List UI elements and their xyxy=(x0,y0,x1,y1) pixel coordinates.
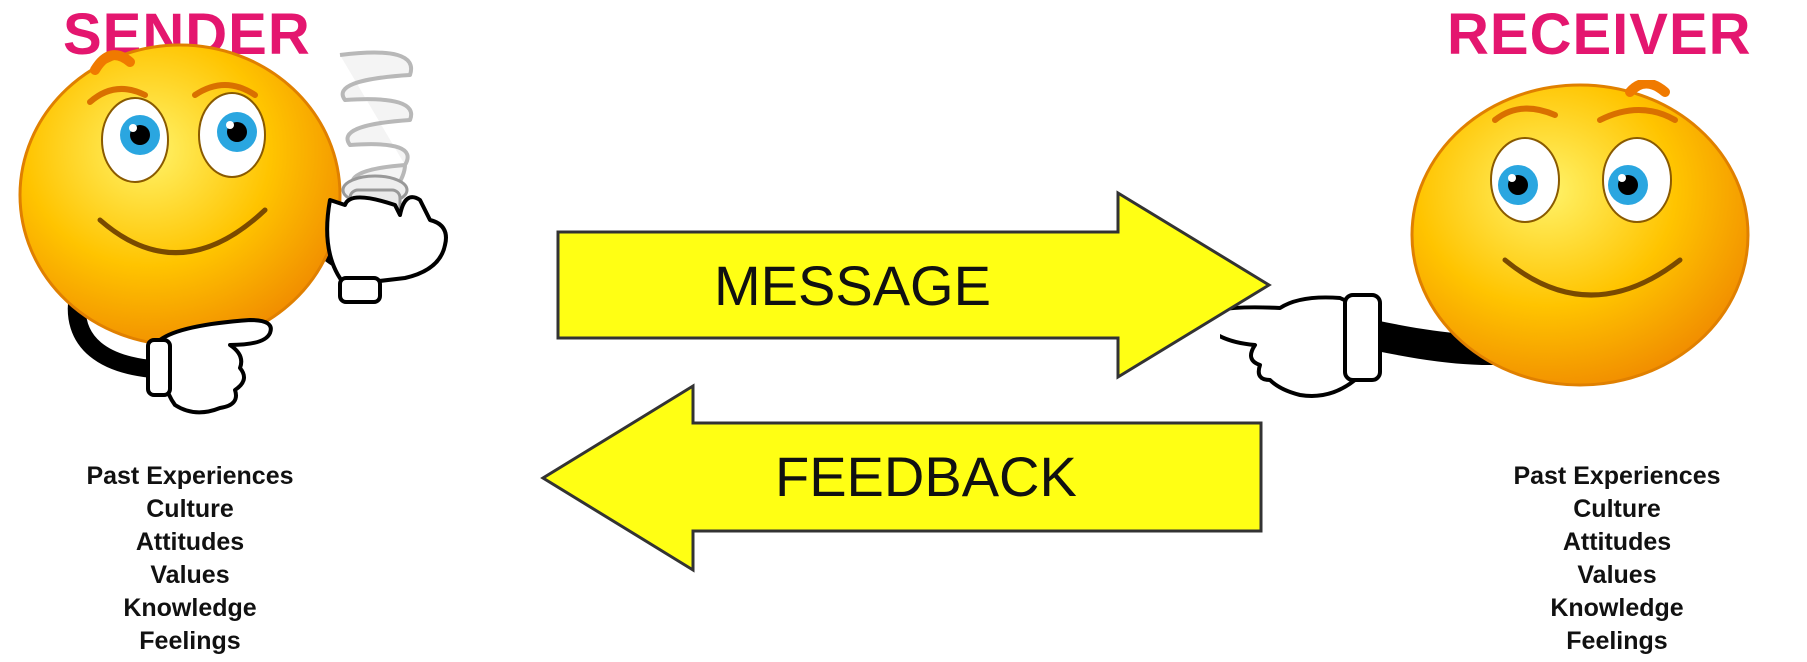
message-arrow-shape xyxy=(556,190,1272,380)
sender-factor-list: Past Experiences Culture Attitudes Value… xyxy=(30,460,350,658)
sender-factor-item: Attitudes xyxy=(135,528,245,556)
receiver-factor-item: Past Experiences xyxy=(1513,462,1721,490)
sender-glove-hand xyxy=(325,195,448,304)
receiver-pointing-hand xyxy=(1220,293,1382,398)
feedback-arrow-shape xyxy=(540,383,1263,573)
sender-factor-item: Values xyxy=(150,561,230,589)
feedback-label: FEEDBACK xyxy=(775,445,1077,508)
receiver-factor-item: Values xyxy=(1577,561,1657,589)
sender-factor-item: Culture xyxy=(146,495,234,523)
receiver-title: RECEIVER xyxy=(1447,2,1752,67)
feedback-arrow: FEEDBACK xyxy=(540,383,1263,573)
sender-factor-item: Knowledge xyxy=(123,594,257,622)
sender-factor-item: Past Experiences xyxy=(86,462,294,490)
receiver-factor-item: Knowledge xyxy=(1550,594,1684,622)
receiver-face xyxy=(1410,83,1750,387)
receiver-factor-item: Culture xyxy=(1573,495,1661,523)
sender-smiley-icon xyxy=(18,43,448,415)
receiver-factor-item: Feelings xyxy=(1566,627,1668,655)
sender-face xyxy=(18,43,342,347)
message-arrow: MESSAGE xyxy=(556,190,1272,380)
receiver-smiley-icon xyxy=(1220,80,1750,398)
receiver-factor-item: Attitudes xyxy=(1562,528,1672,556)
sender-factor-item: Feelings xyxy=(139,627,241,655)
sender-pointing-hand xyxy=(146,318,273,415)
message-label: MESSAGE xyxy=(714,254,991,317)
receiver-factor-list: Past Experiences Culture Attitudes Value… xyxy=(1457,460,1777,658)
